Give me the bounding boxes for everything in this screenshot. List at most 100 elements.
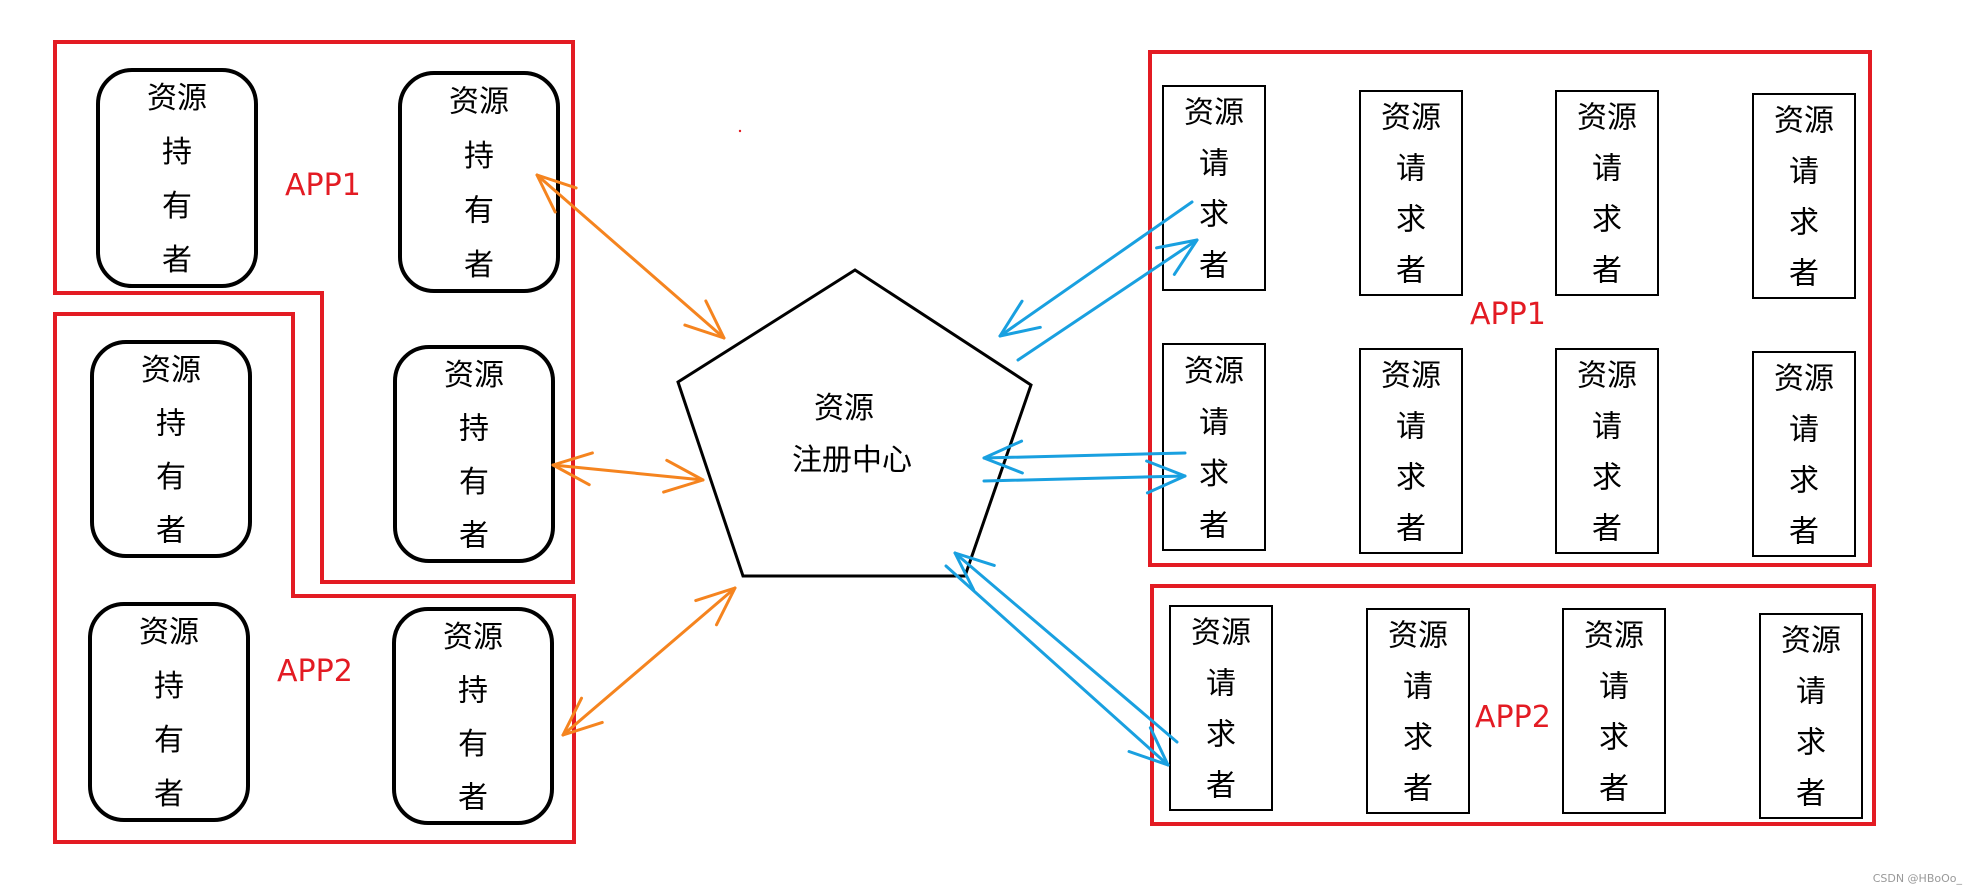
node-label-line: 请	[1592, 152, 1622, 187]
node-label-line: 请	[1403, 670, 1433, 705]
holder-box	[90, 340, 252, 558]
node-label-line: 有	[464, 193, 494, 228]
node-label-line: 有	[154, 723, 184, 758]
requester-box	[1562, 608, 1666, 814]
node-label-line: 请	[1396, 410, 1426, 445]
requester-box	[1752, 93, 1856, 299]
node-label-line: 资源	[1781, 624, 1841, 659]
node-label-line: 资源	[1584, 619, 1644, 654]
node-label-line: 持	[464, 139, 494, 174]
node-label-line: 请	[1789, 155, 1819, 190]
node-label-line: 有	[162, 189, 192, 224]
node-label-line: 者	[464, 248, 494, 283]
node-label-line: 求	[1206, 718, 1236, 753]
node-label-line: 持	[459, 411, 489, 446]
node-label-line: 求	[1796, 726, 1826, 761]
node-label-line: 者	[1403, 772, 1433, 807]
node-label-line: 者	[459, 518, 489, 553]
holder-registry-arrow	[535, 173, 726, 340]
node-label-line: 求	[1592, 203, 1622, 238]
requester-box	[1366, 608, 1470, 814]
right-app2-label: APP2	[1475, 700, 1551, 735]
node-label-line: 有	[459, 465, 489, 500]
node-label-line: 请	[1396, 152, 1426, 187]
requester-to-registry-arrow	[953, 551, 1179, 744]
node-label-line: 求	[1403, 721, 1433, 756]
node-label-line: 资源	[1184, 354, 1244, 389]
right-app1-group-border	[1148, 50, 1872, 567]
node-label-line: 求	[1592, 461, 1622, 496]
node-label-line: 求	[1396, 203, 1426, 238]
node-label-line: 资源	[1191, 616, 1251, 651]
node-label-line: 请	[1796, 675, 1826, 710]
node-label-line: 资源	[449, 84, 509, 119]
node-label-line: 资源	[1577, 101, 1637, 136]
requester-box	[1752, 351, 1856, 557]
watermark: CSDN @HBoOo_	[1873, 872, 1963, 885]
right-app2-group-border	[1150, 584, 1876, 826]
holder-box	[392, 607, 554, 825]
requester-box	[1162, 85, 1266, 291]
registry-center-pentagon	[676, 268, 1033, 578]
node-label-line: 持	[162, 135, 192, 170]
node-label-line: 求	[1789, 206, 1819, 241]
node-label-line: 请	[1199, 405, 1229, 440]
node-label-line: 者	[154, 777, 184, 812]
requester-to-registry-arrow	[998, 200, 1194, 338]
node-label-line: 者	[1199, 508, 1229, 543]
node-label-line: 者	[1592, 254, 1622, 289]
node-label-line: 资源	[1381, 359, 1441, 394]
node-label-line: 资源	[139, 615, 199, 650]
node-label-line: 请	[1592, 410, 1622, 445]
node-label-line: 者	[162, 243, 192, 278]
node-label-line: 持	[156, 406, 186, 441]
node-label-line: 者	[1396, 254, 1426, 289]
node-label-line: 资源	[1388, 619, 1448, 654]
node-label-line: 持	[458, 673, 488, 708]
node-label-line: 资源	[147, 81, 207, 116]
requester-to-registry-arrow	[982, 439, 1187, 475]
node-label-line: 者	[1796, 777, 1826, 812]
requester-box	[1359, 90, 1463, 296]
node-label-line: 求	[1199, 457, 1229, 492]
registry-to-requester-arrow	[1016, 238, 1199, 362]
node-label-line: 请	[1599, 670, 1629, 705]
node-label-line: 者	[1789, 515, 1819, 550]
node-label-line: 持	[154, 669, 184, 704]
node-label-line: 求	[1396, 461, 1426, 496]
requester-box	[1759, 613, 1863, 819]
holder-registry-arrow	[551, 451, 705, 494]
node-label-line: 请	[1789, 413, 1819, 448]
node-label-line: 者	[156, 513, 186, 548]
holder-box	[96, 68, 258, 288]
node-label-line: 请	[1199, 147, 1229, 182]
node-label-line: 者	[1206, 769, 1236, 804]
requester-box	[1555, 90, 1659, 296]
registry-to-requester-arrow	[944, 564, 1170, 767]
node-label-line: 者	[1396, 512, 1426, 547]
node-label-line: 者	[1599, 772, 1629, 807]
node-label-line: 资源	[1577, 359, 1637, 394]
node-label-line: 有	[458, 727, 488, 762]
node-label-line: 者	[1592, 512, 1622, 547]
registry-center-label-line1: 资源	[814, 391, 874, 426]
registry-to-requester-arrow	[982, 459, 1187, 495]
node-label-line: 求	[1199, 198, 1229, 233]
node-label-line: 资源	[1184, 96, 1244, 131]
holder-box	[88, 602, 250, 822]
